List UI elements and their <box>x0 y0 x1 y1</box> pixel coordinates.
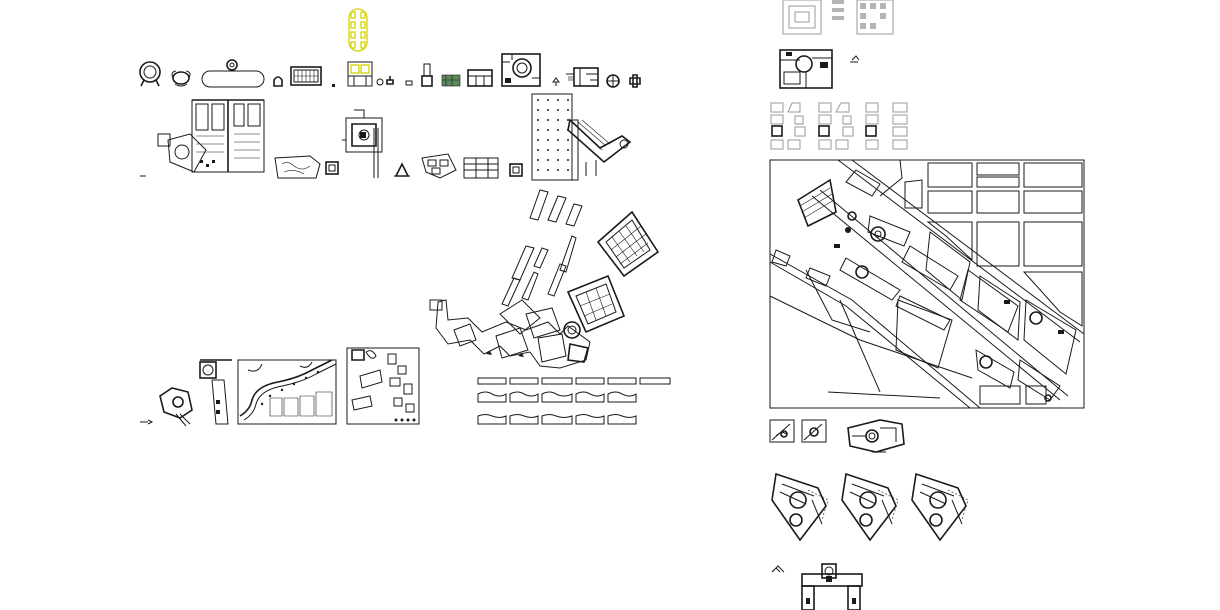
diagonal-block-strip[interactable] <box>839 169 1077 401</box>
plaza-dot <box>567 139 569 141</box>
round-pavilion-plan[interactable] <box>139 61 161 87</box>
typology-row-1[interactable] <box>477 377 671 385</box>
urban-block-plans[interactable] <box>140 93 632 181</box>
amoeba-plan[interactable] <box>274 155 321 179</box>
site-variant-3[interactable] <box>911 472 969 542</box>
square-in-square-plan[interactable] <box>325 161 339 175</box>
framed-square-plan[interactable] <box>509 163 523 177</box>
right-sheet-drawings[interactable] <box>769 0 1085 610</box>
highlighted-oval-plan[interactable] <box>347 8 384 87</box>
linked-blocks-plan[interactable] <box>566 67 599 87</box>
green-building-plan[interactable] <box>441 74 461 87</box>
plaza-dot <box>567 119 569 121</box>
master-plan-cluster[interactable] <box>429 189 671 425</box>
city-blocks-upper-right[interactable] <box>904 162 1083 267</box>
point-marker[interactable] <box>332 84 335 87</box>
plaza-dot <box>567 169 569 171</box>
site-variant-1[interactable] <box>771 472 829 542</box>
plaza-dot <box>557 139 559 141</box>
plaza-dot <box>547 139 549 141</box>
small-site-plan[interactable] <box>140 387 193 427</box>
plaza-dot <box>537 99 539 101</box>
round-building-plan[interactable] <box>606 74 620 88</box>
plaza-dot <box>557 169 559 171</box>
plaza-dot <box>567 99 569 101</box>
tree-symbol[interactable] <box>552 77 560 86</box>
plaza-dot <box>567 159 569 161</box>
podium-complex[interactable] <box>429 299 591 369</box>
grid-tower-top[interactable] <box>596 210 660 278</box>
city-blocks-lower-right[interactable] <box>979 271 1083 405</box>
tower-plan[interactable] <box>421 63 433 87</box>
scattered-blocks-plan[interactable] <box>346 347 420 425</box>
courtyard-complex-plan[interactable] <box>501 53 541 87</box>
tall-narrow-plan[interactable] <box>199 359 232 425</box>
park-river-plan[interactable] <box>237 359 337 425</box>
dot-grid-plaza[interactable] <box>531 93 579 181</box>
plaza-dot <box>547 129 549 131</box>
small-symbol-a[interactable] <box>386 76 394 85</box>
plaza-dot <box>537 159 539 161</box>
grid-tower-bottom[interactable] <box>566 274 626 334</box>
parcel-shape-grid[interactable] <box>770 102 908 150</box>
plaza-dot <box>547 159 549 161</box>
plaza-dot <box>547 149 549 151</box>
cluster-plan[interactable] <box>421 153 457 179</box>
small-symbol-b[interactable] <box>405 80 413 86</box>
bell-symbol[interactable] <box>273 76 283 87</box>
linear-blocks[interactable] <box>501 189 583 307</box>
plaza-dot <box>547 109 549 111</box>
plaza-dot <box>547 119 549 121</box>
city-master-plan[interactable] <box>769 159 1085 409</box>
plaza-dot <box>537 129 539 131</box>
running-track-plan[interactable] <box>201 59 265 88</box>
plaza-dot <box>567 149 569 151</box>
lower-site-plans[interactable] <box>140 347 420 427</box>
cross-plan[interactable] <box>629 74 641 88</box>
site-plan-variants[interactable] <box>771 472 969 542</box>
plaza-dot <box>537 109 539 111</box>
wing-building-plan[interactable] <box>140 99 265 177</box>
plan-symbols-row[interactable] <box>139 8 641 88</box>
typology-row-3[interactable] <box>477 414 637 425</box>
plaza-dot <box>537 119 539 121</box>
typology-row-2[interactable] <box>477 391 637 403</box>
grid-building-plan[interactable] <box>290 66 322 86</box>
small-plan-thumbnails[interactable] <box>769 419 905 453</box>
plaza-dot <box>557 129 559 131</box>
diagonal-avenues[interactable] <box>769 159 1085 409</box>
terrace-plan[interactable] <box>463 157 499 179</box>
office-block-plan[interactable] <box>467 69 493 87</box>
plaza-dot <box>557 99 559 101</box>
tent-symbol[interactable] <box>394 162 410 177</box>
plaza-dot <box>557 149 559 151</box>
plaza-dot <box>547 169 549 171</box>
curved-wing-plan[interactable] <box>567 118 632 176</box>
plaza-dot <box>557 159 559 161</box>
site-variant-2[interactable] <box>841 472 899 542</box>
lobed-plan[interactable] <box>171 70 191 87</box>
plaza-dot <box>557 109 559 111</box>
cloister-plan[interactable] <box>342 109 383 153</box>
gateway-building-plan[interactable] <box>771 563 863 610</box>
plaza-dot <box>567 109 569 111</box>
plaza-dot <box>537 139 539 141</box>
plaza-dot <box>557 119 559 121</box>
plaza-dot <box>537 149 539 151</box>
plaza-dot <box>537 169 539 171</box>
detailed-building-plan[interactable] <box>779 49 860 89</box>
grey-plan-set[interactable] <box>782 0 894 35</box>
plaza-dot <box>547 99 549 101</box>
city-landmarks[interactable] <box>771 178 1064 402</box>
tower-column-plan[interactable] <box>373 128 379 178</box>
